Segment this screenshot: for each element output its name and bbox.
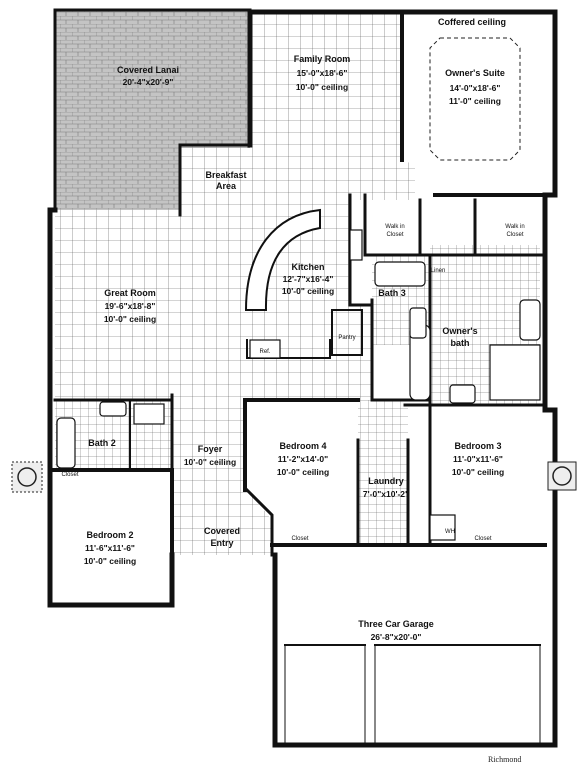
bedroom2-dims: 11'-6"x11'-6" — [85, 543, 135, 553]
bedroom4-label: Bedroom 4 — [279, 441, 326, 451]
coffered-ceiling-label: Coffered ceiling — [438, 17, 506, 27]
pool-equipment-icon — [547, 461, 577, 491]
breakfast-area-label-2: Area — [216, 181, 237, 191]
bedroom3-dims: 11'-0"x11'-6" — [453, 454, 503, 464]
bedroom3-label: Bedroom 3 — [454, 441, 501, 451]
bedroom2-ceiling: 10'-0" ceiling — [84, 556, 136, 566]
covered-lanai-dims: 20'-4"x20'-9" — [123, 77, 174, 87]
covered-entry-label-2: Entry — [210, 538, 233, 548]
owners-suite-label: Owner's Suite — [445, 68, 505, 78]
owners-suite-ceiling: 11'-0" ceiling — [449, 96, 501, 106]
linen-label: Linen — [431, 268, 446, 274]
walk-in-closet-right-label-2: Closet — [506, 232, 523, 238]
water-heater-label: WH — [445, 529, 455, 535]
family-room-label: Family Room — [294, 54, 351, 64]
pantry-label: Pantry — [338, 335, 355, 341]
walk-in-closet-right-label-1: Walk in — [505, 224, 524, 230]
kitchen-label: Kitchen — [291, 262, 324, 272]
closet-bedroom4-label: Closet — [291, 536, 308, 542]
closet-bedroom2-label: Closet — [61, 472, 78, 478]
ref-label: Ref. — [259, 349, 270, 355]
plan-name-credit: Richmond — [488, 755, 521, 764]
kitchen-curved-counter — [244, 208, 321, 311]
garage-dims: 26'-8"x20'-0" — [371, 632, 422, 642]
closet-bedroom3-label: Closet — [474, 536, 491, 542]
garage-label: Three Car Garage — [358, 619, 434, 629]
hvac-unit-icon — [11, 461, 43, 493]
great-room-dims: 19'-6"x18'-8" — [105, 301, 156, 311]
family-room-ceiling: 10'-0" ceiling — [296, 82, 348, 92]
bedroom4-ceiling: 10'-0" ceiling — [277, 467, 329, 477]
foyer-label: Foyer — [198, 444, 223, 454]
bath2-label: Bath 2 — [88, 438, 116, 448]
laundry-label: Laundry — [368, 476, 404, 486]
covered-lanai-label: Covered Lanai — [117, 65, 179, 75]
fixtures — [56, 229, 541, 541]
kitchen-dims: 12'-7"x16'-4" — [283, 274, 334, 284]
laundry-dims: 7'-0"x10'-2" — [363, 489, 409, 499]
owners-bath-label-1: Owner's — [442, 326, 477, 336]
breakfast-area-label-1: Breakfast — [205, 170, 246, 180]
hall-floor — [358, 400, 408, 545]
coffered-ceiling-outline — [429, 37, 521, 161]
great-room-label: Great Room — [104, 288, 156, 298]
tiled-living-floor — [55, 12, 415, 530]
bedroom4-dims: 11'-2"x14'-0" — [278, 454, 328, 464]
foyer-ceiling: 10'-0" ceiling — [184, 457, 236, 467]
covered-entry-label-1: Covered — [204, 526, 240, 536]
owners-bath-label-2: bath — [451, 338, 470, 348]
walk-in-closet-left-label-1: Walk in — [385, 224, 404, 230]
kitchen-ceiling: 10'-0" ceiling — [282, 286, 334, 296]
great-room-ceiling: 10'-0" ceiling — [104, 314, 156, 324]
bath3-label: Bath 3 — [378, 288, 406, 298]
walk-in-closet-left-label-2: Closet — [386, 232, 403, 238]
bedroom3-ceiling: 10'-0" ceiling — [452, 467, 504, 477]
family-room-dims: 15'-0"x18'-6" — [297, 68, 348, 78]
owners-suite-dims: 14'-0"x18'-6" — [450, 83, 501, 93]
bedroom2-label: Bedroom 2 — [86, 530, 133, 540]
